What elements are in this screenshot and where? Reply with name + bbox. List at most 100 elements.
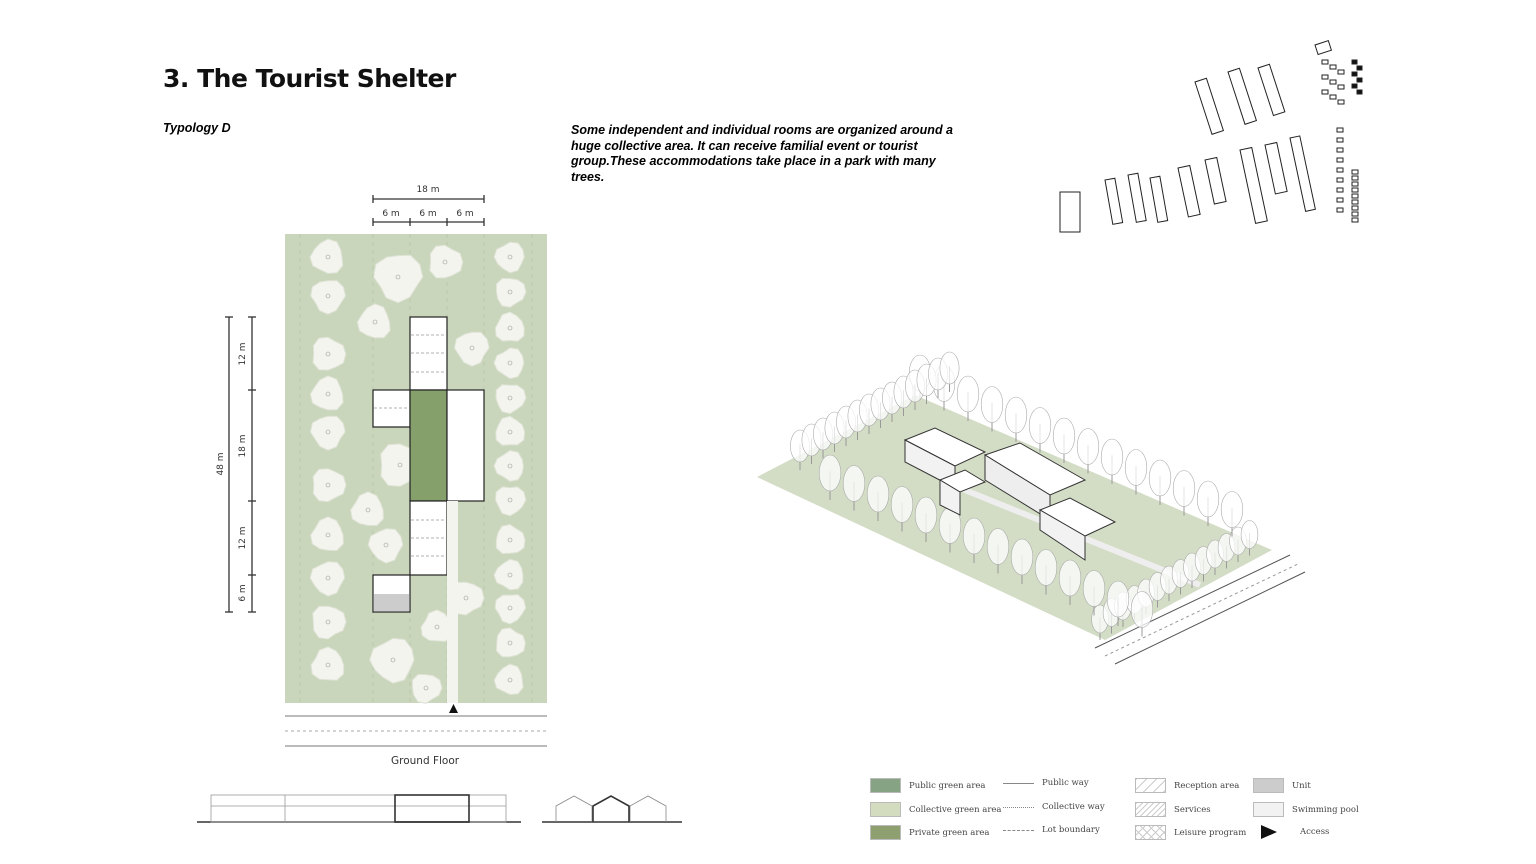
legend-label: Swimming pool <box>1292 804 1359 815</box>
legend-swatch <box>1135 778 1166 793</box>
site-building <box>1336 157 1344 163</box>
site-building-highlight <box>1351 59 1358 65</box>
access-arrow-icon <box>1261 825 1277 839</box>
legend-item: Lot boundary <box>1003 825 1100 835</box>
tree-icon <box>493 347 525 380</box>
site-building <box>1351 169 1359 175</box>
ground-floor-plan: 18 m 6 m 6 m 6 m 48 m 12 m 18 m 12 m 6 m <box>216 185 547 747</box>
legend-item: Public green area <box>870 778 986 793</box>
private-green-area <box>409 389 448 502</box>
tree-icon <box>1106 580 1130 626</box>
dim-col3: 6 m <box>456 209 473 219</box>
access-arrow-icon <box>449 704 458 713</box>
tree-icon <box>1130 591 1154 637</box>
tree-icon <box>1172 470 1196 516</box>
legend-item: Reception area <box>1135 778 1239 793</box>
tree-icon <box>494 311 525 342</box>
tree-icon <box>1220 491 1244 537</box>
tree-icon <box>494 486 527 517</box>
tree-icon <box>1010 538 1034 584</box>
legend-swatch <box>870 825 901 840</box>
tree-icon <box>493 558 524 591</box>
tree-icon <box>1028 407 1052 453</box>
tree-icon <box>367 528 404 564</box>
site-building <box>1227 67 1258 125</box>
tree-icon <box>309 415 346 451</box>
site-building <box>1351 217 1359 223</box>
site-building <box>1329 79 1337 85</box>
dim-total-length: 48 m <box>216 452 226 475</box>
tree-icon <box>350 491 384 527</box>
site-building-highlight <box>1356 65 1363 71</box>
site-building <box>1351 205 1359 211</box>
site-building <box>1336 197 1344 203</box>
site-building-highlight <box>1356 77 1363 83</box>
page-title: 3. The Tourist Shelter <box>163 64 456 93</box>
legend-line <box>1003 829 1034 831</box>
tree-icon <box>818 454 842 500</box>
site-building <box>1059 191 1081 233</box>
site-building <box>1149 175 1169 223</box>
cross-section <box>542 795 682 823</box>
collective-hall <box>446 389 485 502</box>
legend-label: Lot boundary <box>1042 825 1100 835</box>
site-building <box>1336 137 1344 143</box>
tree-icon <box>938 507 962 553</box>
unit-top <box>409 316 448 391</box>
site-building <box>1321 89 1329 95</box>
tree-icon <box>986 528 1010 574</box>
legend-label: Unit <box>1292 780 1311 791</box>
tree-icon <box>1240 520 1259 556</box>
typology-label: Typology D <box>163 121 231 135</box>
legend-line <box>1003 782 1034 784</box>
site-building-highlight <box>1351 71 1358 77</box>
site-building-highlight <box>1356 89 1363 95</box>
site-building <box>1204 156 1227 205</box>
tree-icon <box>495 277 527 308</box>
legend-label: Public green area <box>909 780 986 791</box>
dim-seg4: 6 m <box>238 584 248 601</box>
tree-icon <box>312 605 347 640</box>
site-building <box>1351 187 1359 193</box>
site-building <box>1337 69 1345 75</box>
legend-line <box>1003 806 1034 808</box>
site-building <box>1177 164 1201 218</box>
tree-icon <box>411 673 443 704</box>
site-building <box>1321 59 1329 65</box>
legend-label: Collective green area <box>909 804 1002 815</box>
site-building <box>1329 64 1337 70</box>
legend-item: Access <box>1253 825 1329 839</box>
tree-icon <box>495 415 526 446</box>
tree-icon <box>939 351 960 392</box>
plan-caption: Ground Floor <box>391 755 460 767</box>
site-building <box>1321 74 1329 80</box>
legend-swatch <box>870 778 901 793</box>
dimension-lines <box>225 195 485 613</box>
site-building <box>1264 141 1288 195</box>
legend-swatch <box>1253 802 1284 817</box>
description: Some independent and individual rooms ar… <box>571 123 954 184</box>
site-building <box>1336 187 1344 193</box>
tree-icon <box>1124 449 1148 495</box>
tree-icon <box>312 468 347 503</box>
dim-seg1: 12 m <box>238 342 248 365</box>
tree-icon <box>420 609 453 642</box>
legend-label: Reception area <box>1174 780 1240 791</box>
tree-icon <box>356 303 391 339</box>
dim-seg3: 12 m <box>238 526 248 549</box>
tree-icon <box>962 517 986 563</box>
tree-icon <box>309 561 346 597</box>
legend-label: Collective way <box>1042 802 1105 812</box>
tree-icon <box>369 637 415 684</box>
axonometric-buildings <box>903 427 1117 561</box>
site-building <box>1351 211 1359 217</box>
site-building-highlight <box>1351 83 1358 89</box>
tree-icon <box>914 496 938 542</box>
tree-icon <box>1148 459 1172 505</box>
tree-icon <box>1058 559 1082 605</box>
tree-icon <box>1076 428 1100 474</box>
tree-icon <box>1052 417 1076 463</box>
site-building <box>1194 77 1225 135</box>
site-building <box>1336 127 1344 133</box>
